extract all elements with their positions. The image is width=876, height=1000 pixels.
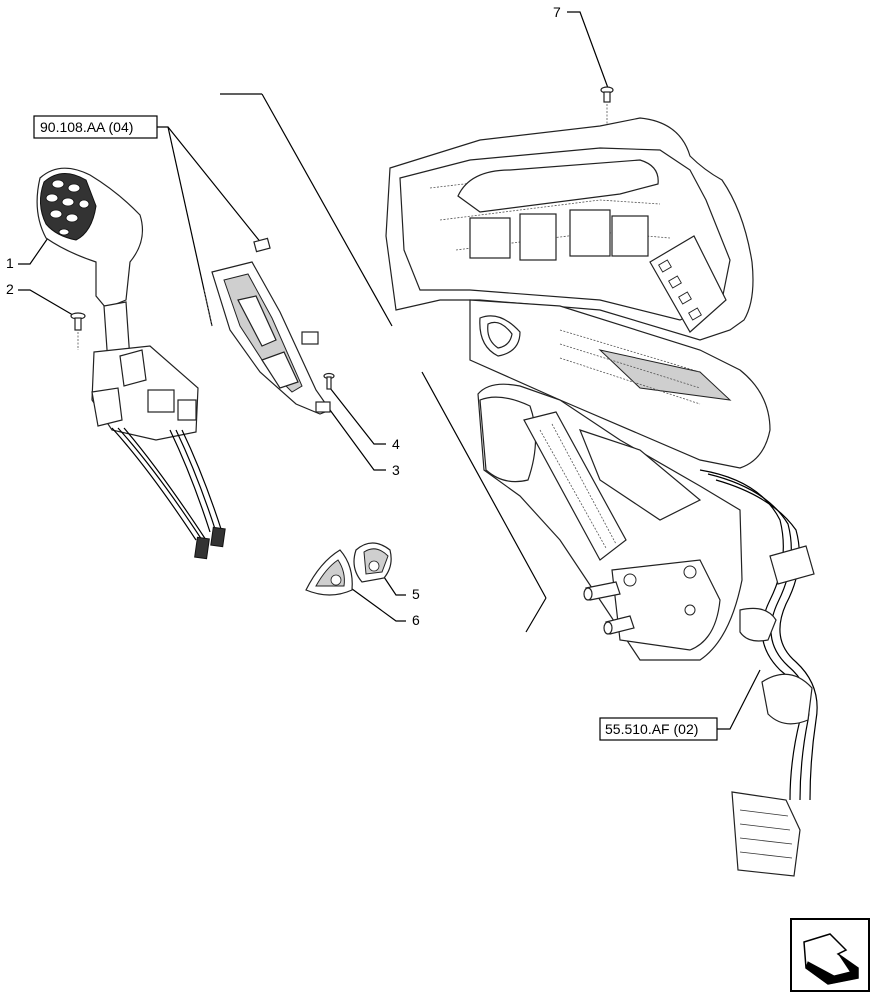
part-1-joystick[interactable] (36, 167, 226, 560)
ref-box-upper[interactable]: 90.108.AA (04) (33, 115, 158, 139)
part-2-screw[interactable] (70, 312, 86, 350)
ref-box-upper-label: 90.108.AA (04) (40, 119, 133, 135)
part-5-cap[interactable] (353, 542, 392, 583)
ref-box-lower[interactable]: 55.510.AF (02) (599, 717, 718, 741)
nut-clip[interactable] (253, 237, 271, 253)
callout-4[interactable]: 4 (392, 436, 400, 452)
callout-3[interactable]: 3 (392, 462, 400, 478)
part-4-screw[interactable] (323, 372, 335, 390)
armrest-console-assembly[interactable] (385, 117, 818, 877)
ref-box-lower-label: 55.510.AF (02) (605, 721, 698, 737)
callout-2[interactable]: 2 (6, 281, 14, 297)
next-page-arrow-icon[interactable] (790, 918, 870, 992)
callout-5[interactable]: 5 (412, 586, 420, 602)
callout-1[interactable]: 1 (6, 255, 14, 271)
part-3-cover[interactable] (211, 261, 331, 415)
callout-6[interactable]: 6 (412, 612, 420, 628)
callout-7[interactable]: 7 (553, 4, 561, 20)
leader-lines (18, 11, 609, 622)
part-6-cap[interactable] (305, 549, 353, 596)
